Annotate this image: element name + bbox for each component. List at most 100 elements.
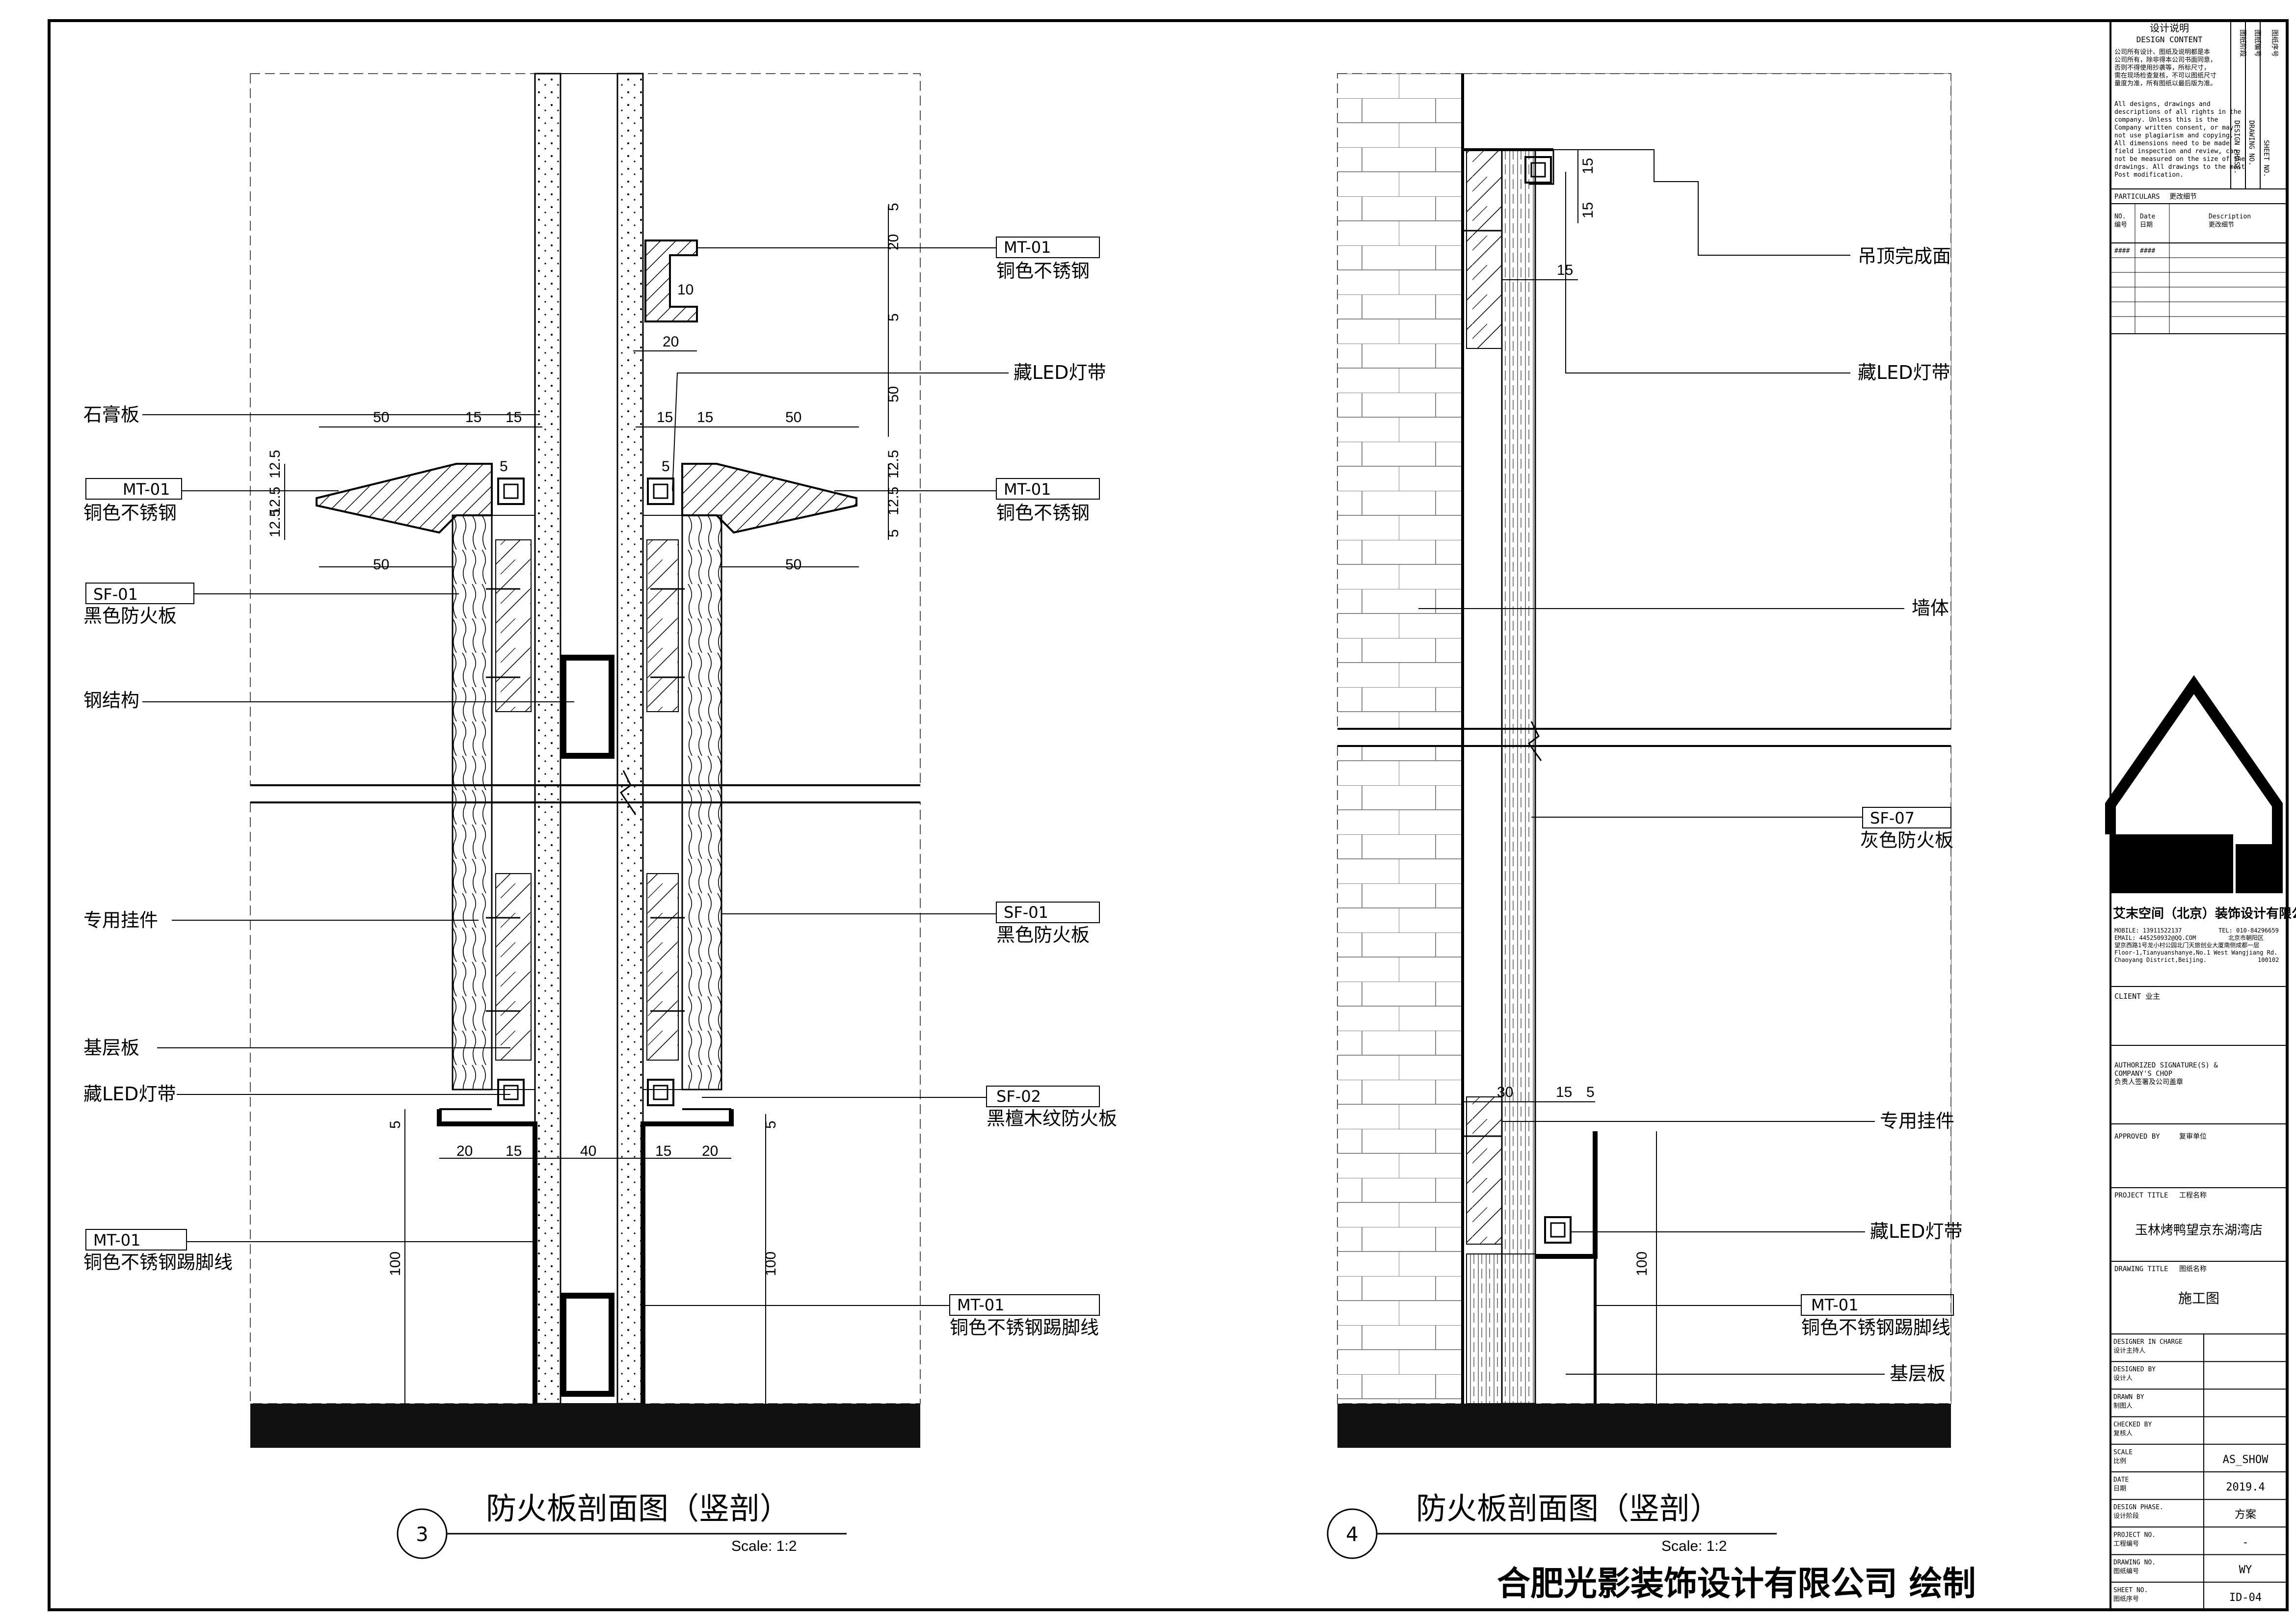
dim-text: 12.5 (267, 450, 283, 479)
title-block-row-value: 2019.4 (2226, 1481, 2265, 1493)
project-title-label-cn: 工程名称 (2179, 1192, 2207, 1199)
authorized-label: 负责人签署及公司盖章 (2114, 1078, 2183, 1086)
design-note-en: All designs, drawings and (2114, 101, 2211, 108)
project-title-label: PROJECT TITLE (2114, 1192, 2168, 1199)
rev-no-header: NO. (2114, 213, 2126, 220)
title-block-row-label: DRAWING NO. (2113, 1559, 2156, 1567)
design-notes-header-en: DESIGN CONTENT (2136, 35, 2203, 44)
drawing-title-label: DRAWING TITLE (2114, 1265, 2168, 1273)
company-logo (2105, 675, 2283, 893)
section-4-dimensions: 15 15 15 30 15 5 100 (1497, 158, 1650, 1276)
dim-text: 12.5 (885, 487, 902, 515)
label-material: 铜色不锈钢 (996, 260, 1090, 282)
dim-text: 20 (456, 1143, 473, 1159)
authorized-label: COMPANY'S CHOP (2114, 1070, 2172, 1078)
label-code: MT-01 (957, 1296, 1004, 1314)
label-code: MT-01 (1004, 238, 1051, 257)
section-3-right-labels (643, 237, 1100, 1316)
title-block-row-value: ID-04 (2229, 1592, 2262, 1604)
design-note-cn: 公司所有，除非得本公司书面同意， (2114, 56, 2216, 64)
label-led-strip: 藏LED灯带 (1014, 362, 1106, 383)
title-block-row-value: WY (2239, 1564, 2252, 1576)
label-material: 黑檀木纹防火板 (987, 1108, 1117, 1129)
design-note-cn: 公司所有设计、图纸及说明都是本 (2114, 49, 2210, 56)
dim-text: 5 (885, 529, 902, 537)
author-signature: 合肥光影装饰设计有限公司 绘制 (1497, 1564, 1976, 1603)
label-code: MT-01 (123, 480, 170, 499)
approved-label: APPROVED BY (2114, 1133, 2160, 1141)
design-note-en: not be measured on the size of the (2114, 156, 2245, 163)
title-block-row-label-cn: 设计阶段 (2113, 1513, 2139, 1520)
design-note-en: not use plagiarism and copying. (2114, 132, 2234, 139)
drawing-name: 施工图 (2178, 1290, 2219, 1306)
dim-text: 100 (1634, 1251, 1650, 1276)
dim-text: 15 (1580, 158, 1596, 174)
section-scale: Scale: 1:2 (1661, 1538, 1727, 1554)
dim-text: 10 (677, 282, 694, 298)
dim-text: 50 (373, 409, 389, 426)
dim-text: 15 (1556, 1084, 1572, 1100)
title-block-row-label: DESIGNER IN CHARGE (2113, 1338, 2183, 1346)
vertical-label: 图纸阶段 (2239, 29, 2246, 57)
section-number: 3 (416, 1523, 428, 1546)
dim-text: 5 (662, 458, 670, 475)
label-material: 铜色不锈钢 (83, 502, 177, 524)
label-led-strip: 藏LED灯带 (83, 1083, 176, 1105)
section-scale: Scale: 1:2 (731, 1538, 797, 1554)
dim-text: 12.5 (267, 487, 283, 515)
label-gypsum-board: 石膏板 (83, 404, 139, 426)
title-block-row-label-cn: 工程编号 (2113, 1540, 2139, 1547)
company-contact: 望京西路1号龙小村公园北门天旅创业大厦南侧成都一层 (2114, 941, 2259, 949)
dim-text: 5 (387, 1120, 403, 1129)
label-material: 灰色防火板 (1860, 829, 1953, 851)
vertical-label: 图纸编号 (2253, 29, 2261, 57)
section-4-label-texts: 吊顶完成面 藏LED灯带 墙体 SF-07 灰色防火板 专用挂件 藏LED灯带 … (1801, 245, 1962, 1384)
dim-text: 15 (697, 409, 713, 426)
vertical-label: SHEET NO. (2262, 140, 2270, 177)
label-code: MT-01 (1004, 480, 1051, 499)
title-block-row-value: AS_SHOW (2223, 1454, 2269, 1466)
dim-text: 50 (785, 557, 801, 573)
dim-text: 5 (885, 313, 902, 321)
rev-desc-header-cn: 更改细节 (2209, 221, 2234, 229)
title-block-row-label: DRAWN BY (2113, 1393, 2144, 1401)
design-note-en: Company written consent, or may (2114, 124, 2234, 132)
title-block-row-label: PROJECT NO. (2113, 1531, 2156, 1539)
label-wall: 墙体 (1912, 597, 1949, 619)
company-contact: TEL: 010-84296659 (2218, 927, 2279, 934)
design-note-en: drawings. All drawings to the most (2114, 163, 2245, 171)
title-block-row-value: - (2242, 1536, 2248, 1548)
label-material: 铜色不锈钢 (996, 502, 1090, 524)
label-ceiling-finish: 吊顶完成面 (1858, 245, 1951, 267)
vertical-label: DESIGN PHASE. (2233, 120, 2241, 174)
dim-text: 100 (763, 1251, 779, 1276)
design-note-cn: 需在现场检查复核，不可以图纸尺寸 (2114, 72, 2216, 80)
label-hanger: 专用挂件 (1880, 1110, 1954, 1132)
design-note-cn: 量度为准，所有图纸以最后版为准。 (2114, 80, 2216, 87)
label-code: SF-01 (93, 585, 138, 604)
title-block-row-label-cn: 图纸序号 (2113, 1596, 2139, 1603)
label-code: SF-07 (1870, 809, 1915, 827)
dim-text: 12.5 (267, 509, 283, 537)
design-notes-header: 设计说明 (2150, 22, 2189, 34)
section-3-right-label-texts: MT-01 铜色不锈钢 藏LED灯带 MT-01 铜色不锈钢 SF-01 黑色防… (950, 238, 1117, 1338)
rev-date-header-cn: 日期 (2140, 221, 2153, 229)
dim-text: 15 (1557, 262, 1573, 278)
title-block-row-label-cn: 比例 (2113, 1458, 2126, 1465)
label-material: 黑色防火板 (83, 605, 177, 627)
dim-text: 15 (657, 409, 673, 426)
title-block-row-label: CHECKED BY (2113, 1421, 2152, 1429)
design-note-en: Post modification. (2114, 171, 2184, 179)
company-contact: Floor-1,Tianyuanshanye,No.1 West Wangjia… (2114, 949, 2277, 956)
label-code: SF-01 (1004, 903, 1048, 922)
design-note-en: company. Unless this is the (2114, 116, 2218, 124)
rev-cell: #### (2114, 247, 2130, 255)
label-base-board: 基层板 (1890, 1363, 1946, 1384)
section-3-dimensions: 50 15 15 15 15 50 12.5 12.5 12.5 5 5 12.… (267, 203, 902, 1276)
section-3-title-block: 3 防火板剖面图（竖剖） Scale: 1:2 (397, 1491, 847, 1559)
label-material: 黑色防火板 (996, 924, 1090, 946)
company-contact: MOBILE: 13911522137 (2114, 927, 2182, 934)
client-label: CLIENT 业主 (2114, 992, 2160, 1001)
section-number: 4 (1346, 1523, 1358, 1546)
